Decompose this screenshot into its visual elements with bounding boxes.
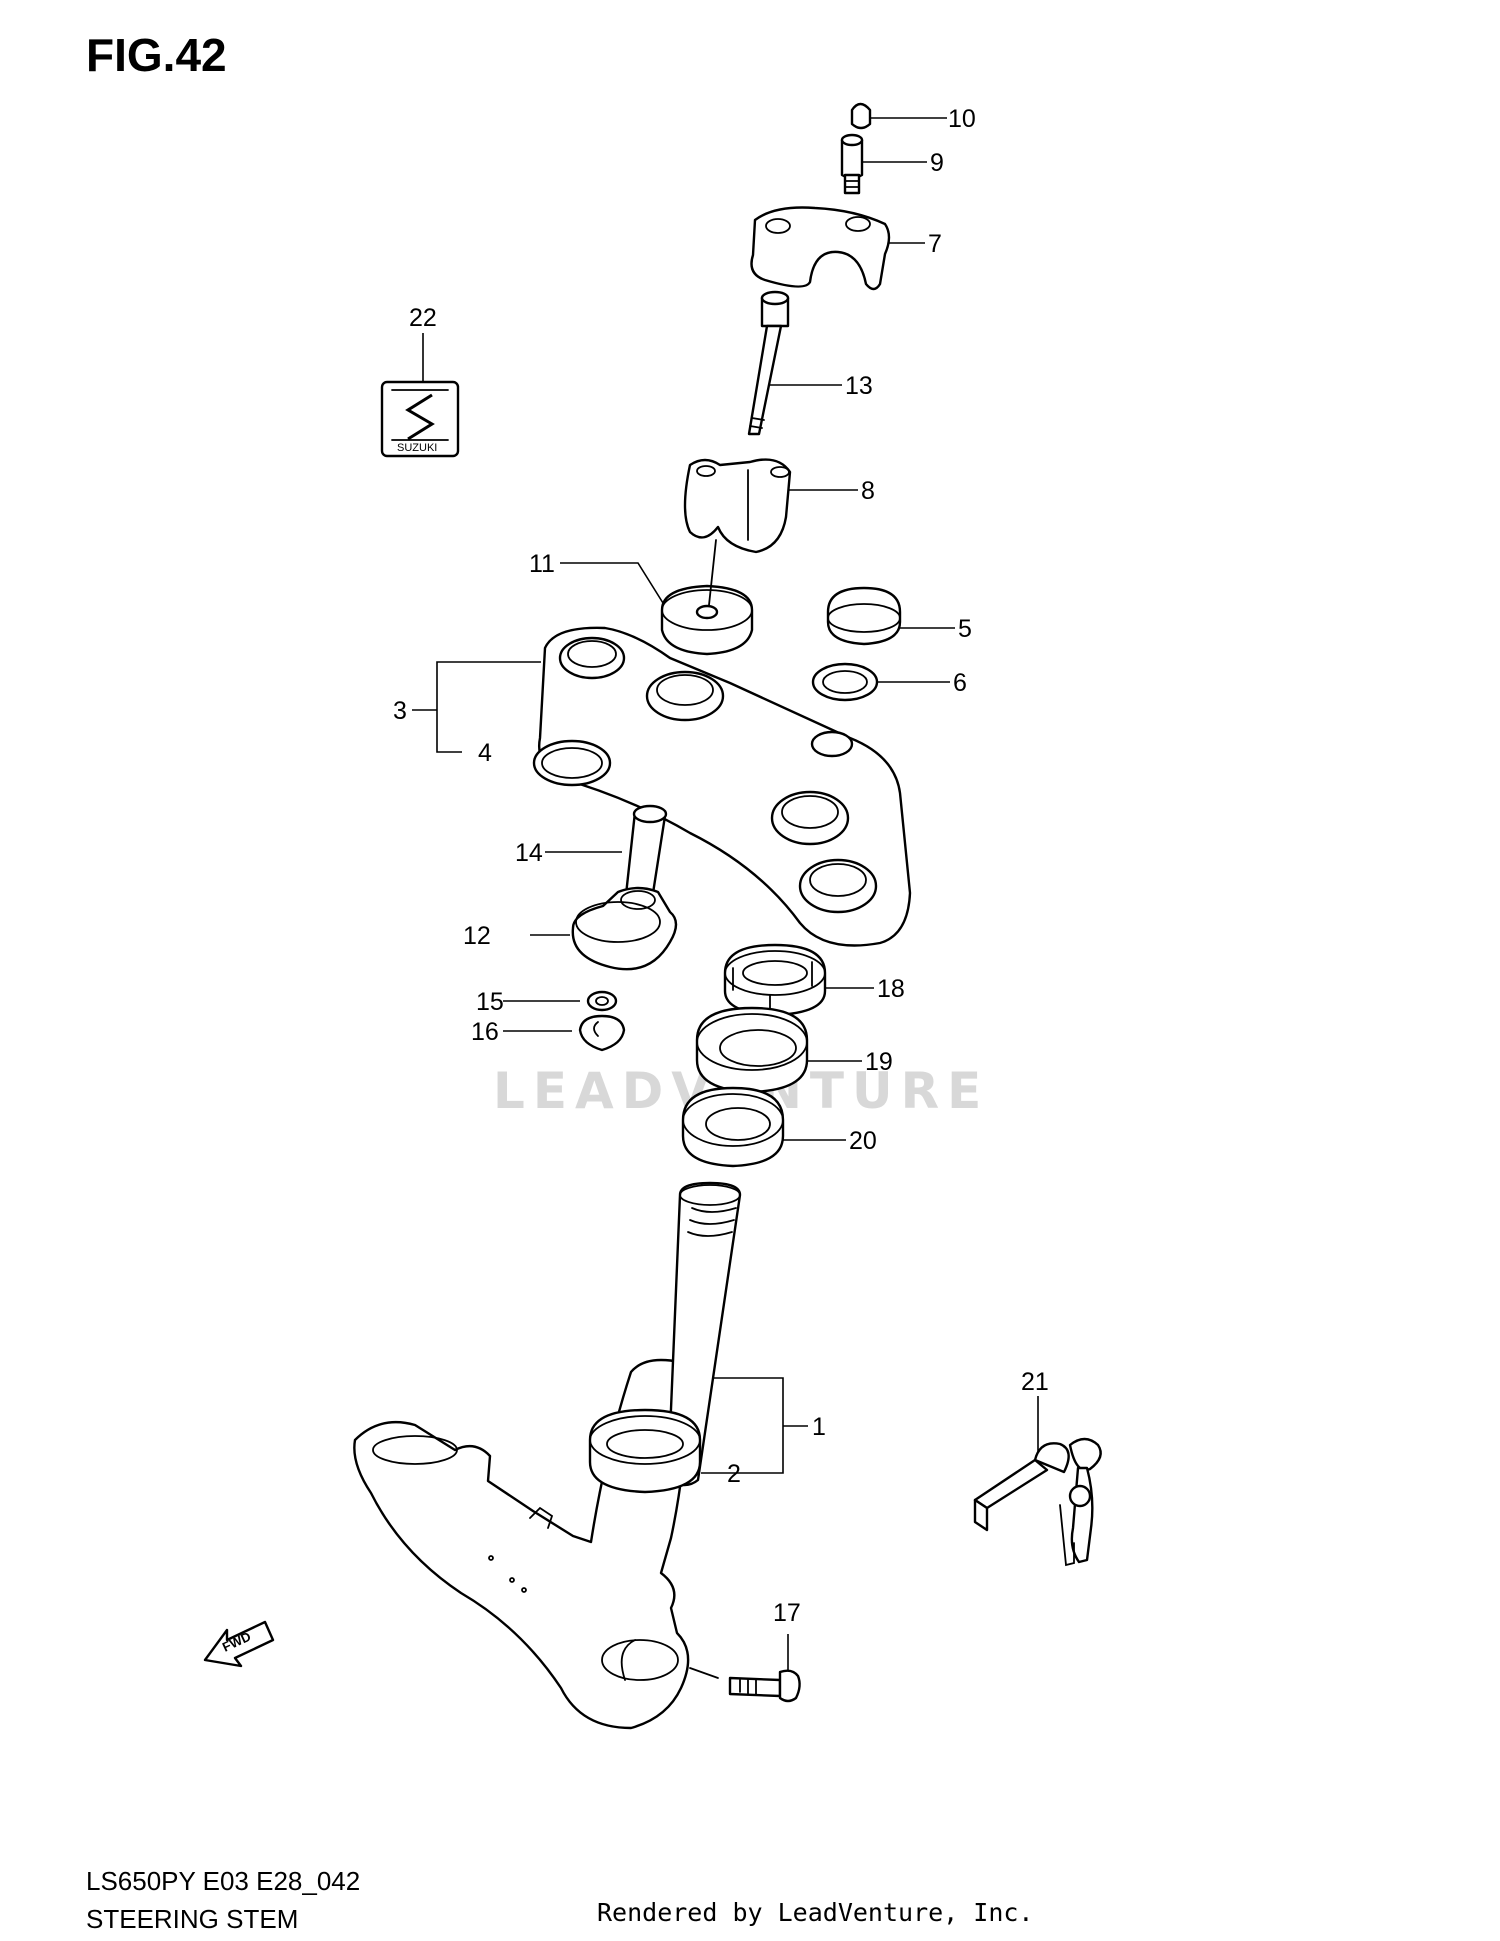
figure-title: FIG.42 bbox=[86, 29, 227, 81]
part-10-cap bbox=[850, 102, 872, 130]
forward-arrow-icon: FWD bbox=[203, 1620, 275, 1668]
callout-18: 18 bbox=[877, 975, 905, 1003]
suzuki-emblem: SUZUKI bbox=[380, 380, 460, 458]
callout-12: 12 bbox=[463, 922, 491, 950]
callout-17: 17 bbox=[773, 1599, 801, 1627]
footer-assembly-name: STEERING STEM bbox=[86, 1904, 299, 1934]
callout-labels: 10 9 7 22 13 8 11 5 6 3 4 14 12 18 15 16… bbox=[393, 105, 1049, 1627]
part-6-washer bbox=[811, 662, 879, 702]
callout-22: 22 bbox=[409, 304, 437, 332]
part-16-clip bbox=[578, 1014, 626, 1052]
callout-20: 20 bbox=[849, 1127, 877, 1155]
part-12-damper bbox=[571, 886, 678, 971]
footer-model-code: LS650PY E03 E28_042 bbox=[86, 1866, 361, 1896]
callout-9: 9 bbox=[930, 149, 944, 177]
callout-19: 19 bbox=[865, 1048, 893, 1076]
callout-16: 16 bbox=[471, 1018, 499, 1046]
leader-lines bbox=[412, 117, 1039, 1685]
callout-15: 15 bbox=[476, 988, 504, 1016]
callout-2: 2 bbox=[727, 1460, 741, 1488]
callout-13: 13 bbox=[845, 372, 873, 400]
callout-10: 10 bbox=[948, 105, 976, 133]
footer-credit: Rendered by LeadVenture, Inc. bbox=[597, 1898, 1034, 1927]
callout-3: 3 bbox=[393, 697, 407, 725]
callout-11: 11 bbox=[529, 550, 555, 578]
callout-1: 1 bbox=[812, 1413, 826, 1441]
callout-6: 6 bbox=[953, 669, 967, 697]
part-21-lock bbox=[973, 1437, 1102, 1567]
part-18-nut bbox=[723, 943, 827, 1017]
part-7-upper-holder bbox=[750, 206, 891, 291]
callout-7: 7 bbox=[928, 230, 942, 258]
part-2-seal bbox=[588, 1408, 702, 1494]
part-17-bolt bbox=[689, 1667, 801, 1703]
part-1-steering-stem bbox=[353, 1181, 742, 1730]
part-8-lower-holder bbox=[683, 458, 792, 554]
callout-5: 5 bbox=[958, 615, 972, 643]
part-9-bolt bbox=[840, 133, 864, 195]
part-3-upper-bracket bbox=[538, 626, 912, 947]
part-20-bearing bbox=[681, 1086, 785, 1168]
callout-4: 4 bbox=[478, 739, 492, 767]
callout-21: 21 bbox=[1021, 1368, 1049, 1396]
callout-8: 8 bbox=[861, 477, 875, 505]
part-11-cushion bbox=[660, 539, 754, 656]
part-5-cap bbox=[826, 586, 902, 646]
callout-14: 14 bbox=[515, 839, 543, 867]
emblem-text: SUZUKI bbox=[397, 442, 437, 454]
part-4-ring bbox=[532, 739, 612, 787]
part-13-bolt bbox=[747, 290, 790, 436]
part-19-bearing bbox=[695, 1006, 809, 1094]
part-15-washer bbox=[586, 990, 618, 1012]
